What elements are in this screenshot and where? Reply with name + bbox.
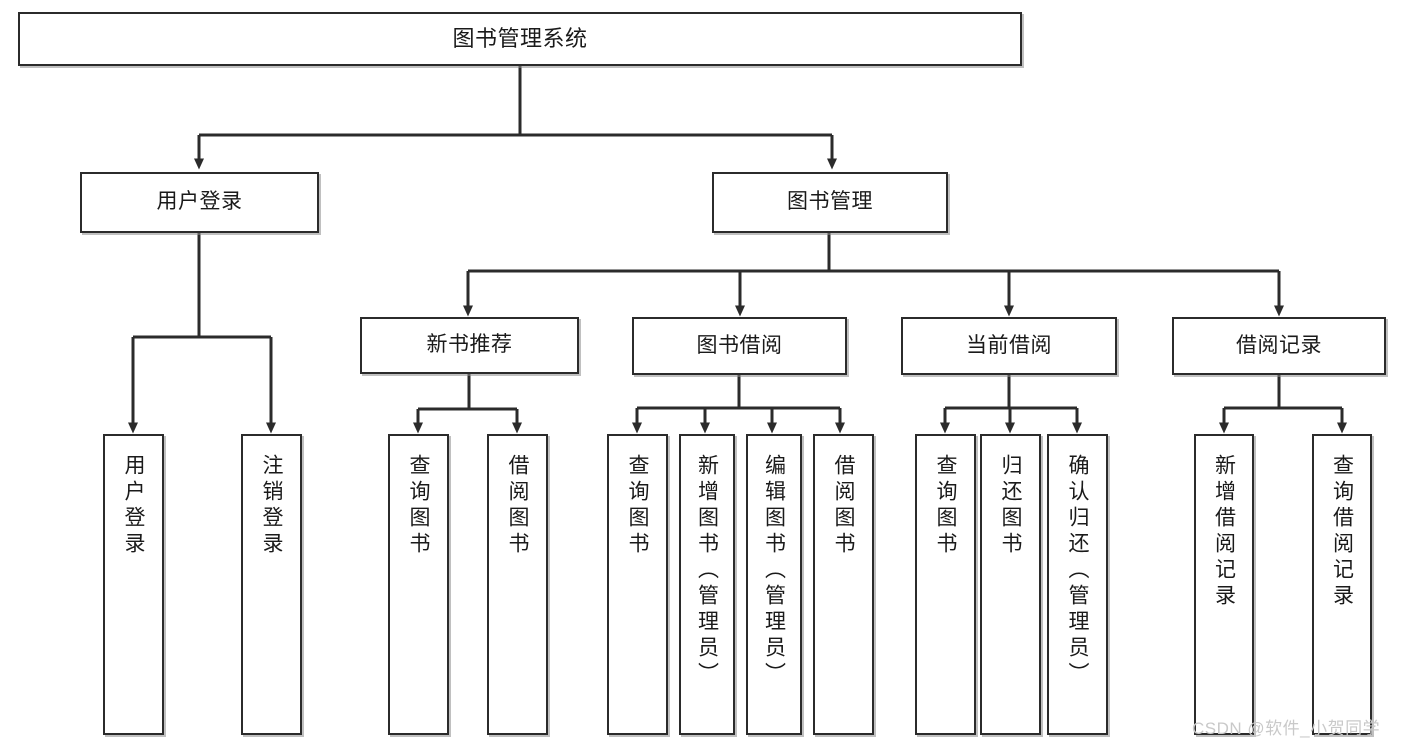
node-label: 查询图书 xyxy=(407,454,430,558)
leaf-book-borrow-edit[interactable]: 编辑图书（管理员） xyxy=(746,434,802,735)
leaf-book-borrow-lend[interactable]: 借阅图书 xyxy=(813,434,874,735)
node-label: 当前借阅 xyxy=(966,333,1052,357)
node-root-system[interactable]: 图书管理系统 xyxy=(18,12,1022,66)
node-current-borrow[interactable]: 当前借阅 xyxy=(901,317,1117,375)
node-label: 查询图书 xyxy=(934,454,957,558)
leaf-borrow-record-query[interactable]: 查询借阅记录 xyxy=(1312,434,1372,735)
node-book-borrow[interactable]: 图书借阅 xyxy=(632,317,847,375)
node-label: 用户登录 xyxy=(156,190,243,214)
leaf-current-borrow-confirm[interactable]: 确认归还（管理员） xyxy=(1047,434,1108,735)
leaf-current-borrow-query[interactable]: 查询图书 xyxy=(915,434,976,735)
node-label: 借阅图书 xyxy=(506,454,529,558)
leaf-new-book-borrow[interactable]: 借阅图书 xyxy=(487,434,548,735)
leaf-current-borrow-return[interactable]: 归还图书 xyxy=(980,434,1041,735)
node-label: 借阅图书 xyxy=(832,454,855,558)
node-label: 编辑图书（管理员） xyxy=(762,454,786,688)
node-label: 注销登录 xyxy=(260,454,283,558)
watermark-text: CSDN @软件_小贺同学 xyxy=(1192,719,1381,738)
node-label: 图书管理 xyxy=(787,190,873,214)
node-borrow-record[interactable]: 借阅记录 xyxy=(1172,317,1386,375)
leaf-borrow-record-add[interactable]: 新增借阅记录 xyxy=(1194,434,1254,735)
leaf-book-borrow-query[interactable]: 查询图书 xyxy=(607,434,668,735)
node-label: 借阅记录 xyxy=(1236,333,1322,357)
node-label: 新书推荐 xyxy=(426,333,513,357)
node-label: 图书借阅 xyxy=(696,333,783,357)
node-label: 新增图书（管理员） xyxy=(695,454,719,688)
node-label: 查询图书 xyxy=(626,454,649,558)
node-user-login[interactable]: 用户登录 xyxy=(80,172,319,233)
leaf-user-login-signin[interactable]: 用户登录 xyxy=(103,434,164,735)
node-label: 新增借阅记录 xyxy=(1212,454,1236,610)
node-label: 确认归还（管理员） xyxy=(1066,454,1089,688)
node-label: 用户登录 xyxy=(122,454,145,558)
node-book-management[interactable]: 图书管理 xyxy=(712,172,948,233)
leaf-book-borrow-add[interactable]: 新增图书（管理员） xyxy=(679,434,735,735)
node-label: 查询借阅记录 xyxy=(1330,454,1354,610)
leaf-new-book-query[interactable]: 查询图书 xyxy=(388,434,449,735)
node-label: 图书管理系统 xyxy=(452,26,588,52)
node-label: 归还图书 xyxy=(999,454,1022,558)
leaf-user-login-signout[interactable]: 注销登录 xyxy=(241,434,302,735)
node-new-book-recommend[interactable]: 新书推荐 xyxy=(360,317,579,374)
